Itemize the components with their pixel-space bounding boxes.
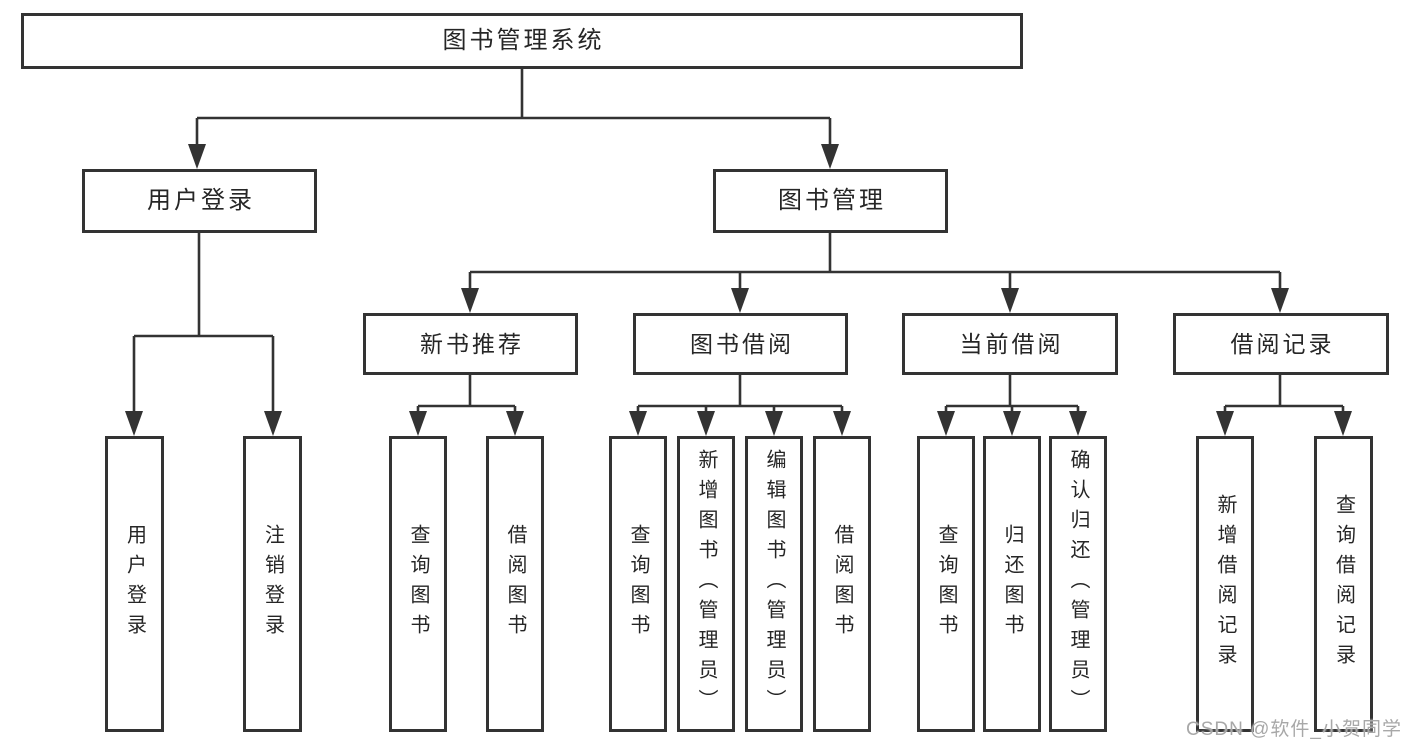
node-leaf-edit-book: 编辑图书（管理员）	[745, 436, 803, 732]
arrowhead-down-icon	[731, 288, 749, 313]
node-label: 用户登录	[147, 187, 255, 214]
node-label: 注销登录	[261, 524, 284, 644]
node-leaf-query-book-1: 查询图书	[389, 436, 447, 732]
arrowhead-down-icon	[1334, 411, 1352, 436]
node-label: 借阅图书	[504, 524, 526, 644]
arrowhead-down-icon	[409, 411, 427, 436]
node-borrow-records: 借阅记录	[1173, 313, 1389, 375]
arrowhead-down-icon	[833, 411, 851, 436]
arrowhead-down-icon	[629, 411, 647, 436]
node-leaf-borrow-book-2: 借阅图书	[813, 436, 871, 732]
node-leaf-return-book: 归还图书	[983, 436, 1041, 732]
node-leaf-add-record: 新增借阅记录	[1196, 436, 1254, 732]
node-leaf-logout: 注销登录	[243, 436, 302, 732]
node-current-borrow: 当前借阅	[902, 313, 1118, 375]
node-leaf-query-book-2: 查询图书	[609, 436, 667, 732]
arrowhead-down-icon	[461, 288, 479, 313]
arrowhead-down-icon	[1271, 288, 1289, 313]
arrowhead-down-icon	[1069, 411, 1087, 436]
arrowhead-down-icon	[697, 411, 715, 436]
arrowhead-down-icon	[1216, 411, 1234, 436]
node-label: 当前借阅	[959, 330, 1064, 357]
node-label: 图书管理	[778, 187, 886, 214]
node-label: 新书推荐	[420, 330, 524, 357]
arrowhead-down-icon	[765, 411, 783, 436]
node-label: 查询借阅记录	[1332, 494, 1355, 674]
node-label: 归还图书	[1001, 524, 1023, 644]
node-leaf-query-book-3: 查询图书	[917, 436, 975, 732]
node-label: 用户登录	[123, 524, 146, 644]
node-user-login: 用户登录	[82, 169, 317, 233]
node-label: 查询图书	[935, 524, 957, 644]
node-book-mgmt: 图书管理	[713, 169, 948, 233]
node-root: 图书管理系统	[21, 13, 1023, 69]
node-leaf-add-book: 新增图书（管理员）	[677, 436, 735, 732]
node-label: 图书借阅	[690, 330, 794, 357]
node-leaf-user-login: 用户登录	[105, 436, 164, 732]
node-label: 确认归还（管理员）	[1067, 449, 1089, 719]
node-leaf-borrow-book-1: 借阅图书	[486, 436, 544, 732]
arrowhead-down-icon	[125, 411, 143, 436]
node-label: 借阅记录	[1230, 330, 1335, 357]
node-label: 新增借阅记录	[1214, 494, 1236, 674]
node-label: 新增图书（管理员）	[695, 449, 717, 719]
node-leaf-confirm-return: 确认归还（管理员）	[1049, 436, 1107, 732]
node-label: 查询图书	[407, 524, 429, 644]
arrowhead-down-icon	[188, 144, 206, 169]
arrowhead-down-icon	[506, 411, 524, 436]
node-label: 编辑图书（管理员）	[763, 449, 785, 719]
arrowhead-down-icon	[821, 144, 839, 169]
arrowhead-down-icon	[264, 411, 282, 436]
arrowhead-down-icon	[1001, 288, 1019, 313]
node-label: 图书管理系统	[442, 27, 605, 54]
arrowhead-down-icon	[1003, 411, 1021, 436]
watermark: CSDN @软件_小贺同学	[1186, 719, 1402, 740]
arrowhead-down-icon	[937, 411, 955, 436]
node-leaf-query-record: 查询借阅记录	[1314, 436, 1373, 732]
node-book-borrow: 图书借阅	[633, 313, 848, 375]
node-label: 借阅图书	[831, 524, 853, 644]
node-new-book-rec: 新书推荐	[363, 313, 578, 375]
node-label: 查询图书	[627, 524, 649, 644]
